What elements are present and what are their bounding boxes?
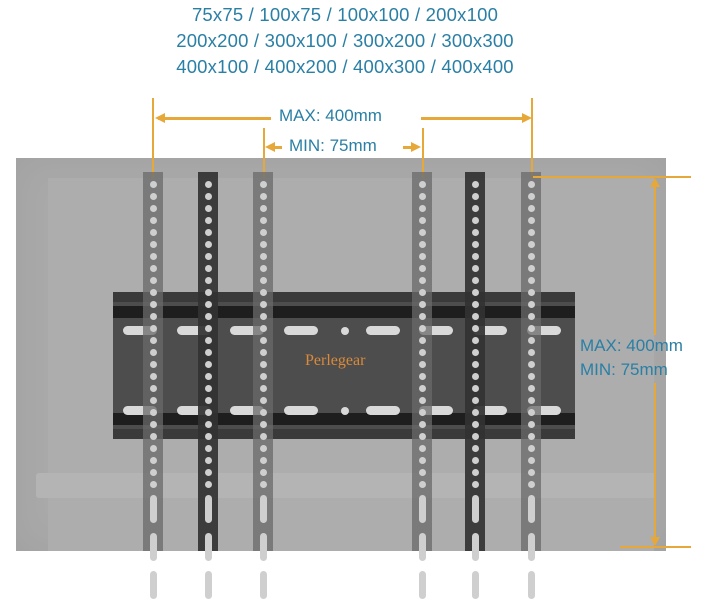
mounting-arm-1 (143, 172, 163, 599)
max-right-extension-line (531, 98, 533, 178)
bracket-bottom-flange (113, 413, 575, 425)
min-arrow-line-left (270, 146, 282, 149)
bracket-slot (473, 406, 507, 415)
mounting-arm-3 (253, 172, 273, 599)
wall-plate-bracket (113, 292, 575, 439)
bracket-slot (419, 406, 453, 415)
max-left-extension-line (152, 98, 154, 178)
vertical-arrow-up-icon (650, 178, 660, 187)
min-arrow-left-icon (265, 142, 275, 152)
mounting-arm-2 (198, 172, 218, 599)
vertical-max-label: MAX: 400mm (580, 336, 683, 355)
mounting-arm-5 (465, 172, 485, 599)
brand-logo: Perlegear (305, 352, 366, 369)
bracket-slot (473, 326, 507, 335)
vertical-min-label: MIN: 75mm (580, 360, 668, 379)
mounting-arm-6 (521, 172, 541, 599)
vesa-line-2: 200x200 / 300x100 / 300x200 / 300x300 (176, 30, 514, 51)
vertical-arrow-line-bottom (654, 383, 656, 539)
min-arrow-right-icon (411, 142, 421, 152)
mounting-arm-4 (412, 172, 432, 599)
bracket-slot (177, 406, 211, 415)
bracket-slot (177, 326, 211, 335)
max-arrow-left-icon (155, 113, 165, 123)
tv-label-sticker (36, 473, 656, 498)
bracket-slot (123, 326, 157, 335)
max-arrow-right-icon (522, 113, 532, 123)
bracket-slot (284, 406, 318, 415)
vesa-line-3: 400x100 / 400x200 / 400x300 / 400x400 (176, 56, 514, 77)
bracket-slot (527, 406, 561, 415)
bracket-slot (230, 326, 264, 335)
bracket-center-hole (341, 327, 349, 335)
vertical-arrow-line-top (654, 185, 656, 335)
vertical-arrow-down-icon (650, 537, 660, 546)
bracket-center-hole (341, 407, 349, 415)
bracket-slot (230, 406, 264, 415)
bracket-slot (284, 326, 318, 335)
vertical-top-extension-line (533, 176, 691, 178)
bracket-slot (527, 326, 561, 335)
vesa-pattern-list: 75x75 / 100x75 / 100x100 / 200x100 200x2… (0, 2, 690, 80)
horizontal-max-label: MAX: 400mm (279, 106, 382, 125)
min-left-extension-line (263, 128, 265, 178)
bracket-slot (366, 326, 400, 335)
horizontal-min-label: MIN: 75mm (289, 136, 377, 155)
vesa-line-1: 75x75 / 100x75 / 100x100 / 200x100 (191, 4, 499, 25)
bracket-slot (366, 406, 400, 415)
max-arrow-line-left (158, 117, 271, 120)
bracket-slot (123, 406, 157, 415)
min-right-extension-line (422, 128, 424, 178)
bracket-slot (419, 326, 453, 335)
bracket-top-flange (113, 306, 575, 318)
max-arrow-line-right (421, 117, 525, 120)
vertical-bottom-extension-line (620, 546, 691, 548)
min-arrow-line-right (403, 146, 413, 149)
